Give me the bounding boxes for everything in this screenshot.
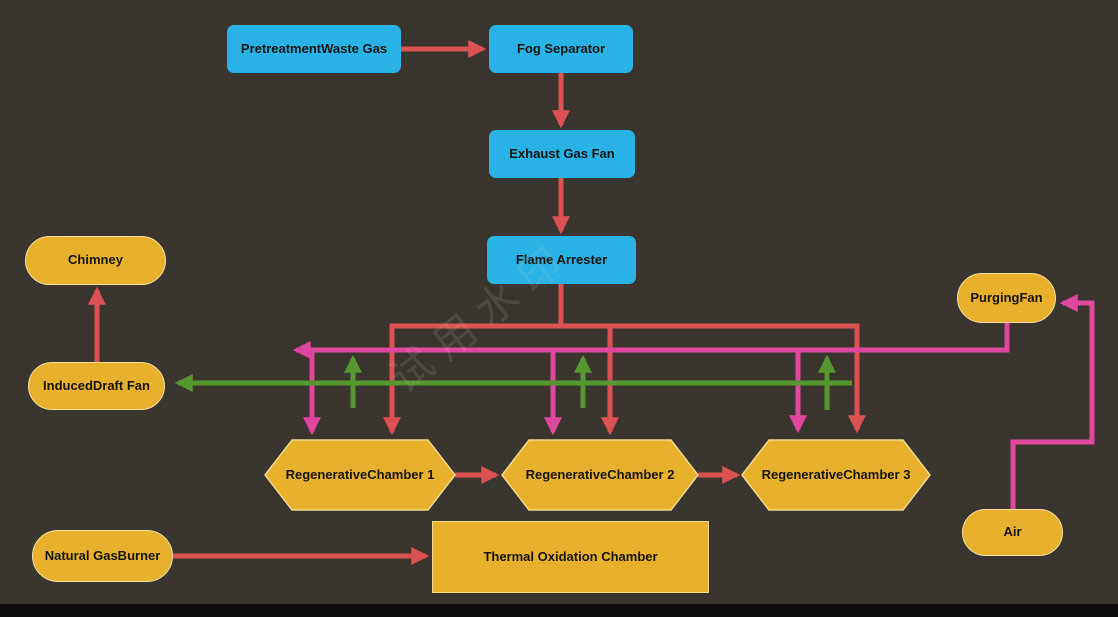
node-exhaust-gas-fan: Exhaust Gas Fan — [489, 130, 635, 178]
node-pretreatment-waste-gas: PretreatmentWaste Gas — [227, 25, 401, 73]
edge-air-to-purging-fan — [1010, 294, 1095, 509]
node-regenerative-chamber-3: RegenerativeChamber 3 — [761, 466, 911, 482]
node-purging-fan: PurgingFan — [957, 273, 1056, 323]
regenerative-chamber-3-shape — [741, 439, 931, 511]
node-flame-arrester: Flame Arrester — [487, 236, 636, 284]
regenerative-chamber-1-shape — [264, 439, 456, 511]
node-regenerative-chamber-2: RegenerativeChamber 2 — [525, 466, 675, 482]
node-thermal-oxidation-chamber: Thermal Oxidation Chamber — [432, 521, 709, 593]
node-regenerative-chamber-1: RegenerativeChamber 1 — [285, 466, 435, 482]
node-induced-draft-fan: InducedDraft Fan — [28, 362, 165, 410]
regenerative-chamber-2-shape — [501, 439, 699, 511]
node-chimney: Chimney — [25, 236, 166, 285]
node-fog-separator: Fog Separator — [489, 25, 633, 73]
node-natural-gas-burner: Natural GasBurner — [32, 530, 173, 582]
node-air: Air — [962, 509, 1063, 556]
bottom-letterbox — [0, 604, 1118, 617]
